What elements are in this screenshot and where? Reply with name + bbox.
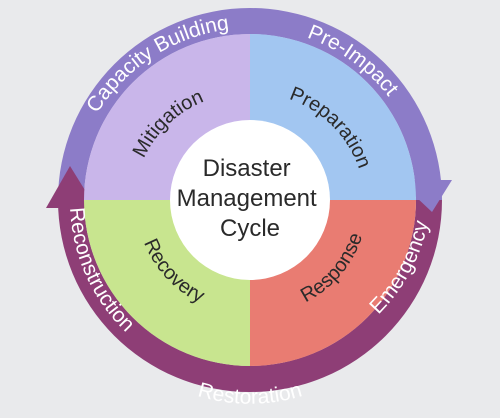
center-title-line-3: Cycle <box>220 215 280 242</box>
center-title-line-1: Disaster <box>203 155 291 182</box>
center-circle <box>170 120 330 280</box>
outer-ring-lower <box>58 200 442 392</box>
arrow-head-left <box>46 166 96 208</box>
outer-ring-upper <box>58 8 442 200</box>
center-title: Disaster Management Cycle <box>177 155 324 242</box>
center-title-line-2: Management <box>177 185 317 212</box>
